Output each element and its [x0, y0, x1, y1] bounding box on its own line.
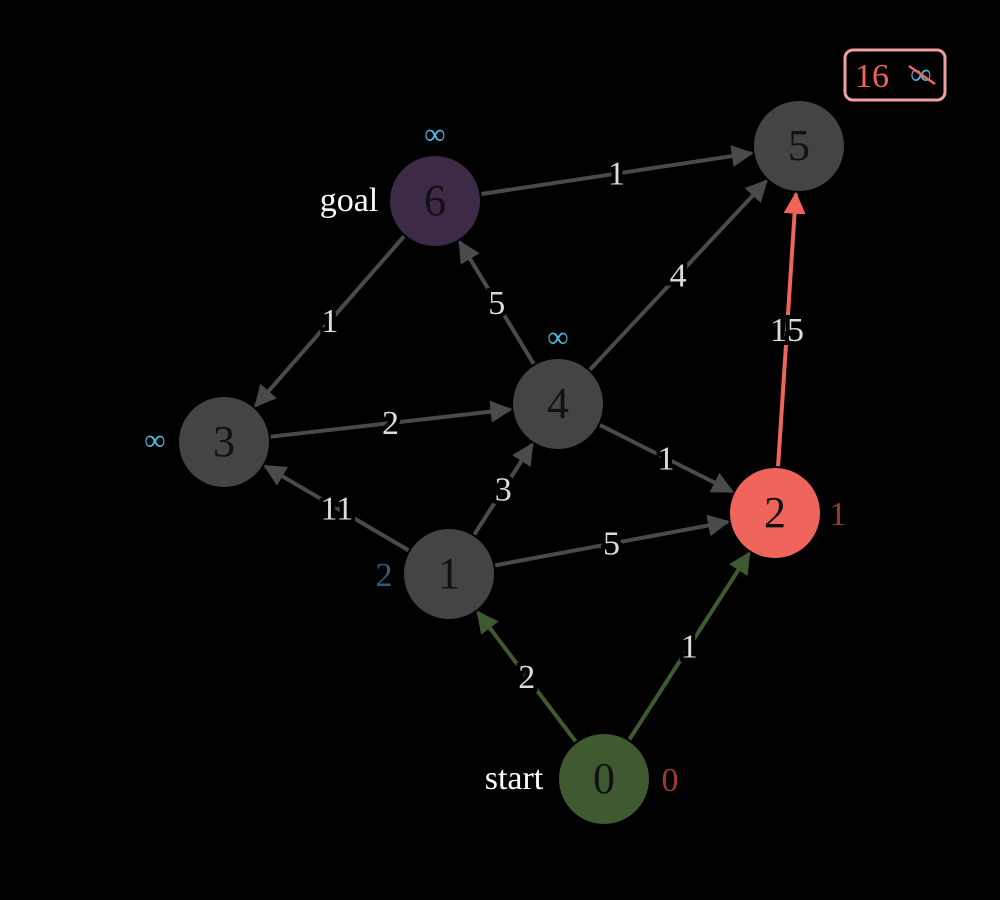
edge-line	[599, 423, 735, 494]
edge-4-2: 1	[599, 423, 735, 494]
node-distance-label: 1	[830, 496, 847, 533]
node-label: 4	[547, 379, 569, 428]
node-circle	[390, 156, 480, 246]
node-label: 1	[438, 549, 460, 598]
edge-line	[254, 235, 406, 408]
edge-6-3: 1	[254, 235, 406, 408]
edge-1-4: 3	[472, 442, 534, 536]
node-label: 5	[788, 121, 810, 170]
node-label: 0	[593, 754, 615, 803]
edge-weight-label: 2	[382, 405, 399, 442]
node-distance-label: ∞	[424, 118, 445, 151]
edge-3-4: 2	[270, 400, 513, 446]
edge-weight-label: 2	[518, 659, 535, 696]
node-6[interactable]: 6 ∞ goal	[320, 118, 480, 246]
edge-4-5: 4	[588, 179, 768, 372]
node-circle	[179, 397, 269, 487]
node-5[interactable]: 5	[754, 101, 844, 191]
node-circle	[754, 101, 844, 191]
node-tag-start: start	[485, 760, 544, 797]
edge-line	[494, 514, 730, 568]
edge-line	[627, 551, 751, 741]
callout-new-distance: 16	[855, 58, 889, 95]
edge-0-2: 1	[627, 551, 751, 741]
node-circle	[404, 529, 494, 619]
edge-line	[481, 145, 754, 196]
edge-line	[776, 191, 806, 467]
edge-1-3: 11	[263, 464, 410, 552]
node-distance-label: ∞	[547, 321, 568, 354]
edge-4-6: 5	[458, 240, 536, 365]
edge-2-5: 15	[766, 191, 808, 467]
edge-weight-label: 1	[608, 156, 625, 193]
node-circle	[513, 359, 603, 449]
node-label: 3	[213, 417, 235, 466]
edge-line	[588, 179, 768, 372]
node-distance-label: 0	[662, 762, 679, 799]
edge-line	[458, 240, 536, 365]
edge-weight-label: 1	[321, 303, 338, 340]
node-label: 6	[424, 176, 446, 225]
edge-line	[270, 400, 513, 439]
edge-6-5: 1	[481, 145, 754, 197]
edge-line	[263, 464, 410, 552]
edge-weight-label: 3	[495, 471, 512, 508]
node-4[interactable]: 4∞	[513, 321, 603, 449]
edge-line	[476, 610, 578, 743]
edge-weight-label: 1	[658, 440, 675, 477]
node-label: 2	[764, 488, 786, 537]
node-distance-label: 2	[376, 557, 393, 594]
node-circle	[730, 468, 820, 558]
node-distance-label: ∞	[144, 424, 165, 457]
node-circle	[559, 734, 649, 824]
edge-line	[472, 442, 534, 536]
node-1[interactable]: 12	[376, 529, 495, 619]
node-0[interactable]: 0 0 start	[485, 734, 679, 824]
callout-strike	[908, 64, 936, 86]
distance-update-callout: 16∞	[843, 48, 947, 102]
edge-weight-label: 5	[603, 526, 620, 563]
callout-box	[843, 48, 947, 102]
edge-1-2: 5	[494, 514, 730, 568]
edge-weight-label: 1	[681, 628, 698, 665]
node-tag-goal: goal	[320, 182, 379, 219]
edge-weight-label: 5	[488, 285, 505, 322]
node-3[interactable]: 3∞	[144, 397, 269, 487]
edge-weight-label: 11	[321, 490, 354, 527]
edge-0-1: 2	[476, 610, 578, 743]
edge-weight-label: 4	[670, 257, 687, 294]
edge-weight-label: 15	[770, 312, 804, 349]
